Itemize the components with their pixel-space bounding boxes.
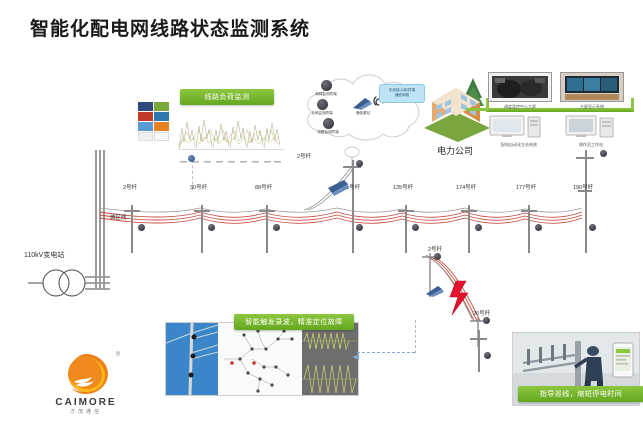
pole-190-crossarm — [576, 157, 594, 159]
device-3-label: 操作员工作站 — [579, 142, 603, 147]
brand-logo: ® CAIMORE 才茂通信 — [32, 352, 140, 415]
logo-brand-chinese: 才茂通信 — [69, 409, 102, 415]
cloud-node-0: 故障监测终端 — [311, 80, 341, 97]
pole-30 — [201, 205, 203, 253]
pole-190-sensor — [600, 150, 607, 157]
pole-101-sensor-2 — [356, 224, 363, 231]
branch-pole-bottom-crossarm — [470, 338, 487, 340]
connector-node-icon — [188, 155, 195, 162]
page-title: 智能化配电网线路状态监测系统 — [30, 19, 311, 40]
device-1: 大屏显示系统 — [560, 72, 624, 110]
banner-patrol-guide: 指导巡线，缩短停电时间 — [518, 386, 643, 402]
sensor-icon — [320, 80, 332, 91]
chart-axis-ticks — [178, 152, 284, 163]
branch-pole-bottom — [478, 330, 480, 372]
line-photo — [166, 323, 218, 395]
branch-pole-2-label: 2号杆 — [428, 247, 443, 253]
green-bus-riser-right — [631, 98, 634, 110]
cloud-network-group: 故障监测终端 负荷监测终端 线路监测终端 通信基站 无线接入网/终端 通信网络 — [297, 66, 425, 148]
cloud-node-1: 负荷监测终端 — [307, 99, 337, 116]
pole-190-label: 190号杆 — [573, 185, 594, 191]
pole-30-sensor — [208, 224, 215, 231]
pole-190-sensor-2 — [589, 224, 596, 231]
pole-135 — [405, 205, 407, 253]
workstation-icon — [488, 114, 550, 140]
pole-2-crossarm — [124, 210, 140, 212]
big-screen-photo — [560, 72, 624, 102]
branch-pole-upper-label: 2号杆 — [297, 154, 312, 160]
trademark-icon: ® — [115, 352, 120, 358]
pole-135-sensor — [412, 224, 419, 231]
load-monitor-group: 线路负荷监测 — [138, 89, 286, 163]
pole-2-label: 2号杆 — [123, 185, 138, 191]
device-2: 配电自动化主站系统 — [488, 114, 550, 148]
banner-load-monitor: 线路负荷监测 — [180, 89, 274, 105]
pole-88-label: 88号杆 — [255, 185, 273, 191]
cloud-network-label: 无线接入网/终端 通信网络 — [379, 84, 425, 103]
sensor-icon — [322, 118, 334, 129]
pole-2-sensor — [138, 224, 145, 231]
pole-30-crossarm — [194, 210, 210, 212]
substation-label: 110kV变电站 — [24, 252, 65, 259]
control-center-photo — [488, 72, 552, 102]
branch-pole-26-label: 26号杆 — [473, 311, 491, 317]
pole-174-crossarm — [461, 210, 477, 212]
fault-record-panel — [165, 322, 359, 396]
cloud-node-2: 线路监测终端 — [313, 118, 343, 135]
operator-station-icon — [560, 114, 622, 140]
fault-branch-sensor-lower — [483, 317, 490, 324]
pole-177-sensor — [535, 224, 542, 231]
cloud-gateway: 通信基站 — [347, 96, 379, 116]
pole-177 — [528, 205, 530, 253]
pole-101-label: 101号杆 — [340, 185, 361, 191]
legend-tiles — [138, 102, 170, 141]
pole-135-label: 135号杆 — [393, 185, 414, 191]
device-0: 调度监控中心大屏 — [488, 72, 552, 110]
pole-101 — [352, 160, 354, 253]
connector-branch-vertical — [415, 320, 416, 353]
power-company-label: 电力公司 — [436, 146, 473, 156]
green-bus-riser-left — [486, 98, 489, 110]
waveform-capture — [302, 323, 358, 395]
pole-177-crossarm — [521, 210, 537, 212]
pole-174-label: 174号杆 — [456, 185, 477, 191]
branch-terminal-icon — [425, 283, 447, 302]
pole-30-label: 30号杆 — [190, 185, 208, 191]
device-0-label: 调度监控中心大屏 — [504, 104, 536, 109]
topology-diagram — [218, 323, 302, 395]
main-bus-vertical — [95, 150, 97, 290]
device-2-label: 配电自动化主站系统 — [501, 142, 537, 147]
connector-arrow-left — [352, 348, 360, 366]
pole-190-crossarm-2 — [578, 190, 592, 192]
logo-brand-name: CAIMORE — [55, 397, 117, 408]
building-to-bus-link — [466, 108, 488, 111]
urban-line-label: 城区线 — [110, 215, 127, 221]
pole-135-crossarm — [398, 210, 414, 212]
load-waveform-chart — [178, 108, 284, 152]
fault-branch-sensor-upper — [434, 253, 441, 260]
pole-174-sensor — [475, 224, 482, 231]
device-1-label: 大屏显示系统 — [580, 104, 604, 109]
sensor-icon — [316, 99, 328, 110]
connector-branch-to-panel — [357, 352, 415, 353]
pole-2 — [131, 205, 133, 253]
device-3: 操作员工作站 — [560, 114, 622, 148]
pole-177-label: 177号杆 — [516, 185, 537, 191]
pole-101-sensor — [356, 160, 363, 167]
main-bus-vertical-2 — [99, 150, 101, 290]
green-bus-bar — [486, 108, 634, 112]
pole-101-crossarm — [343, 166, 361, 168]
pole-88-crossarm — [259, 210, 275, 212]
pole-190 — [585, 150, 587, 253]
pole-88 — [266, 205, 268, 253]
pole-88-sensor — [273, 224, 280, 231]
substation-symbol — [22, 264, 114, 302]
connector-chart-to-pole — [192, 160, 193, 190]
main-bus-vertical-3 — [103, 150, 105, 290]
pole-174 — [468, 205, 470, 253]
branch-pole-upper — [300, 160, 360, 215]
banner-fault-record: 智能触发录波，精准定位故障 — [234, 314, 354, 330]
branch-pole-bottom-sensor — [484, 352, 491, 359]
distribution-line-group — [0, 180, 643, 250]
